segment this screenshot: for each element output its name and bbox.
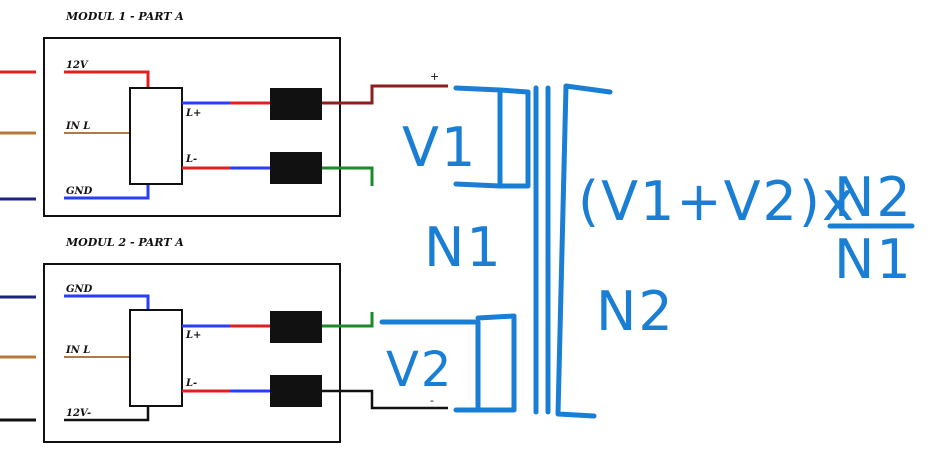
module1-label-gnd: GND <box>66 186 93 197</box>
module2-label-lminus: L- <box>185 378 197 389</box>
n2-label: N2 <box>596 280 675 343</box>
v2-coil-rect <box>475 313 517 413</box>
v2-winding-bracket <box>379 319 481 413</box>
module1-box <box>43 37 341 217</box>
module1-label-12v: 12V <box>66 60 89 71</box>
module2-label-gnd: GND <box>66 284 93 295</box>
secondary-winding-bracket <box>555 83 613 419</box>
v2-label: V2 <box>386 342 453 398</box>
module1-label-lminus: L- <box>185 154 197 165</box>
module1-wire-out-minus <box>322 166 374 186</box>
module1-connector-bottom <box>270 152 322 184</box>
v1-coil-rect <box>497 87 531 189</box>
module2-wire-gnd <box>64 294 150 310</box>
polarity-minus-label: - <box>430 394 434 407</box>
module1-wire-gnd <box>64 184 150 200</box>
module1-wire-12v <box>64 70 150 88</box>
module2-label-12v: 12V- <box>66 408 91 419</box>
module1-connector-top <box>270 88 322 120</box>
module1-label-inl: IN L <box>65 121 90 132</box>
module2-box <box>43 263 341 443</box>
formula-denominator: N1 <box>834 228 913 291</box>
v1-label: V1 <box>402 116 477 179</box>
module1-title: MODUL 1 - PART A <box>65 10 184 23</box>
module2-connector-bottom <box>270 375 322 407</box>
module2-converter-block <box>129 309 183 407</box>
module2-wire-12v <box>64 406 150 422</box>
module2-label-lplus: L+ <box>185 330 201 341</box>
formula-numerator: N2 <box>834 166 913 229</box>
module1-converter-block <box>129 87 183 185</box>
polarity-plus-label: + <box>430 70 439 83</box>
v1-winding-bracket <box>453 85 503 189</box>
module2-title: MODUL 2 - PART A <box>65 236 184 249</box>
n1-label: N1 <box>424 216 503 279</box>
module2-wire-out-plus <box>322 312 374 328</box>
module1-wire-out-plus <box>322 84 448 105</box>
formula-main: (V1+V2)x <box>578 170 856 233</box>
module2-connector-top <box>270 311 322 343</box>
module2-label-inl: IN L <box>65 345 90 356</box>
module2-wire-out-minus <box>322 389 448 410</box>
module1-label-lplus: L+ <box>185 108 201 119</box>
